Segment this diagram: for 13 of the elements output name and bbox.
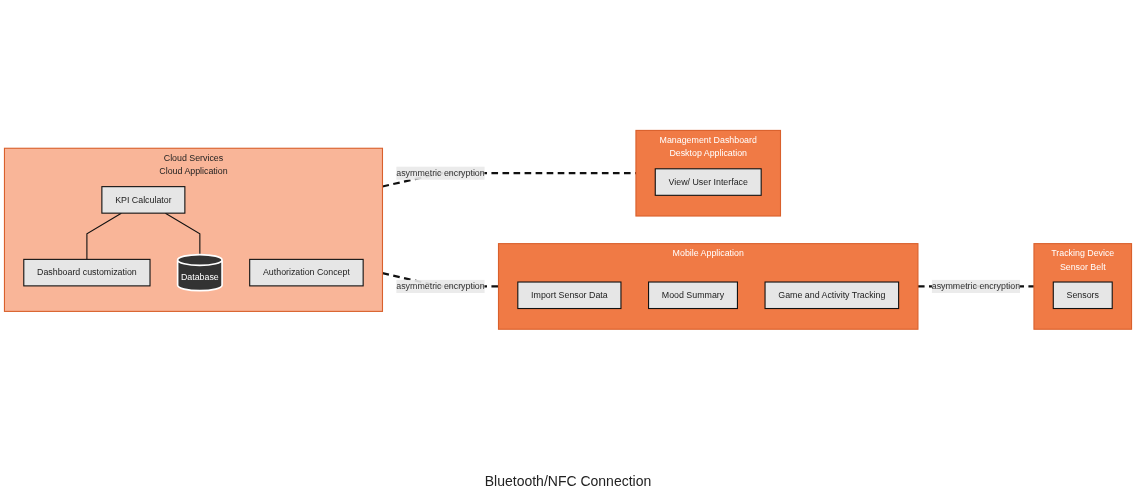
edge-label: asymmetric encryption (931, 281, 1021, 292)
node-box: Dashboard customization (23, 259, 151, 287)
connector (164, 212, 201, 256)
node-box: Authorization Concept (249, 259, 364, 287)
edge-label: asymmetric encryption (396, 168, 485, 178)
edge-label: asymmetric encryption (396, 281, 485, 292)
node-box: Sensors (1052, 281, 1113, 310)
node-box: Game and Activity Tracking (764, 281, 900, 310)
node-box: View/ User Interface (654, 168, 762, 197)
node-box: Mood Summary (648, 281, 738, 310)
node-box: Import Sensor Data (517, 281, 622, 310)
node-box: KPI Calculator (101, 186, 186, 214)
connection-note: Bluetooth/NFC Connection (484, 473, 652, 489)
